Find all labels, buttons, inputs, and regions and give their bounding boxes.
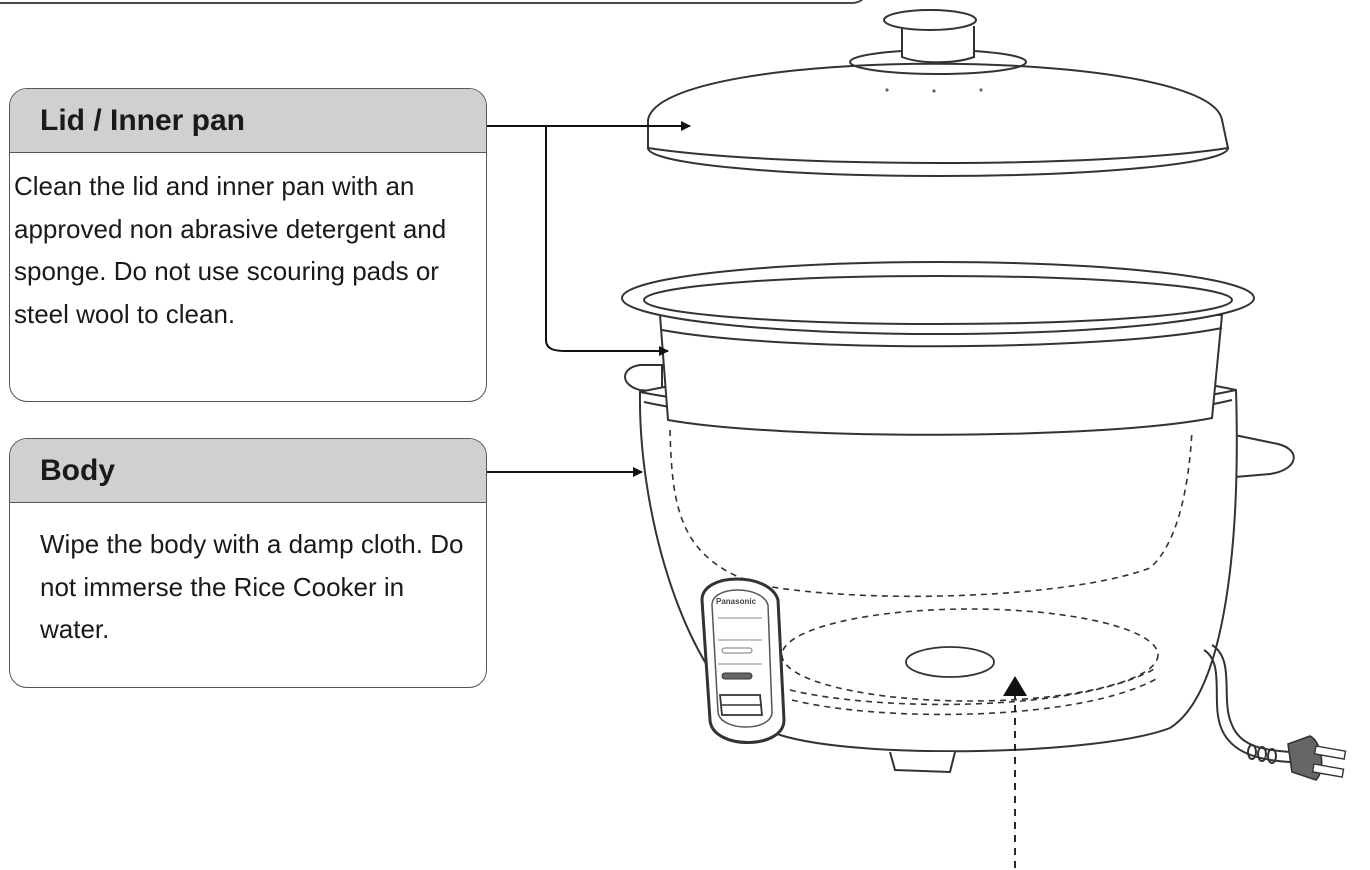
inner-pan	[621, 261, 1255, 436]
lid-inner-pan-instructions: Clean the lid and inner pan with an appr…	[14, 171, 447, 329]
heating-plate	[905, 646, 995, 678]
hidden-outlines	[669, 429, 1193, 716]
control-panel: Panasonic	[700, 577, 786, 744]
lid-inner-pan-heading: Lid / Inner pan	[10, 89, 486, 153]
body-callout: Body Wipe the body with a damp cloth. Do…	[9, 438, 487, 688]
heating-plate-pointer-arrow	[1003, 676, 1027, 868]
body-instructions: Wipe the body with a damp cloth. Do not …	[40, 529, 464, 644]
power-cord	[1203, 644, 1291, 763]
body-heading: Body	[10, 439, 486, 503]
inner-pan-connector-arrow	[545, 126, 669, 356]
panel-brand-text: Panasonic	[716, 597, 757, 606]
lid	[647, 9, 1230, 177]
lid-inner-pan-callout: Lid / Inner pan Clean the lid and inner …	[9, 88, 487, 402]
plug-icon	[1247, 735, 1347, 781]
